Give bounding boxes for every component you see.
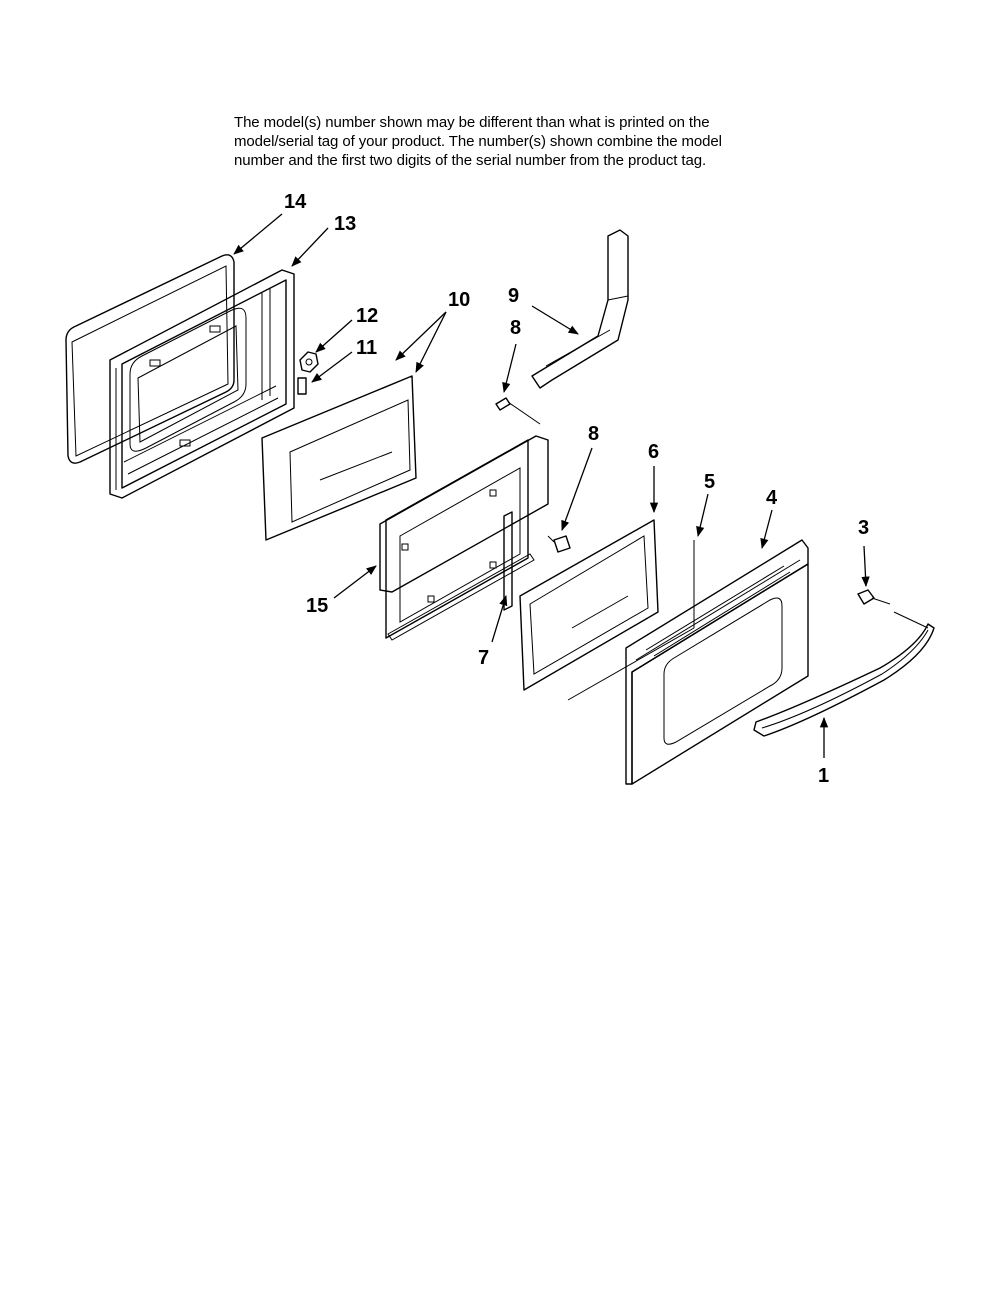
callout-5: 5 (704, 471, 715, 493)
callout-3: 3 (858, 517, 869, 539)
part-13-inner-door-frame (109, 269, 295, 499)
callout-7: 7 (478, 647, 489, 669)
part-9-hinge (531, 229, 629, 389)
callout-6: 6 (648, 441, 659, 463)
part-4-outer-door-panel (625, 539, 809, 785)
note-line-3: number and the first two digits of the s… (234, 152, 707, 169)
callout-8-lower: 8 (588, 423, 599, 445)
part-15-glass-frame (379, 435, 549, 641)
part-8-screw-upper (495, 397, 541, 425)
callout-4: 4 (766, 487, 778, 509)
part-6-outer-glass (519, 519, 659, 691)
callout-11: 11 (356, 337, 377, 359)
part-3-screw (857, 589, 891, 605)
part-11-spacer (297, 377, 307, 395)
part-8-screw-lower (547, 535, 571, 553)
note-line-2: model/serial tag of your product. The nu… (234, 133, 722, 150)
callout-9: 9 (508, 285, 519, 307)
callout-12: 12 (356, 305, 378, 327)
leader-lines (233, 213, 870, 758)
callout-8-upper: 8 (510, 317, 521, 339)
note-line-1: The model(s) number shown may be differe… (234, 114, 710, 131)
callout-1: 1 (818, 765, 829, 787)
part-12-hinge-receptacle (299, 351, 319, 373)
part-10-inner-glass (261, 375, 417, 541)
model-number-note: The model(s) number shown may be differe… (234, 113, 834, 170)
callout-14: 14 (284, 191, 307, 213)
callout-15: 15 (306, 595, 328, 617)
callout-10: 10 (448, 289, 470, 311)
part-1-door-handle (753, 611, 935, 737)
part-7-side-bracket (503, 511, 513, 611)
part-5-shield (567, 540, 695, 701)
callout-13: 13 (334, 213, 356, 235)
part-14-door-gasket (65, 254, 235, 464)
